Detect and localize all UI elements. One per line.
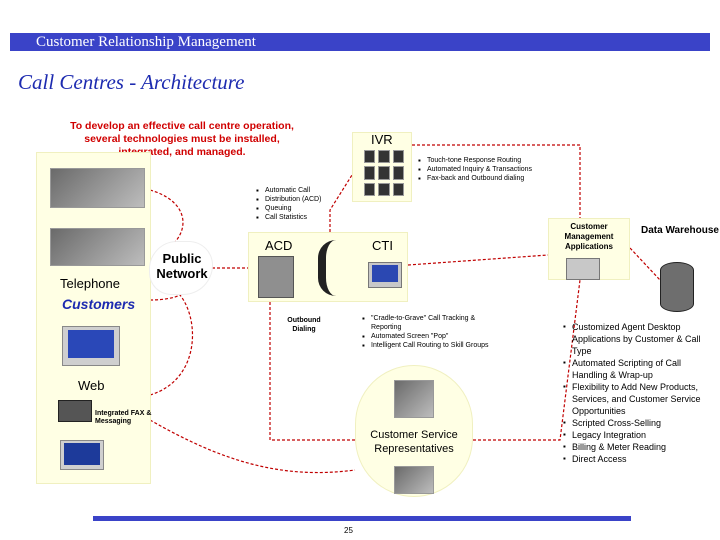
page-number: 25 [344,526,353,535]
list-item: "Cradle-to-Grave" Call Tracking & Report… [362,314,502,332]
web-computer-screen [68,330,114,358]
list-item: Automatic Call [256,186,321,195]
crm-apps-label: Customer Management Applications [564,222,614,251]
data-warehouse-label: Data Warehouse [641,225,719,236]
ivr-label: IVR [371,132,393,147]
key [364,182,376,196]
list-item: Queuing [256,204,321,213]
web-label: Web [78,378,105,393]
connector-fax-csr [149,419,356,474]
cti-label: CTI [372,238,393,253]
list-item: Customized Agent Desktop Applications by… [563,321,715,357]
list-item: Flexibility to Add New Products, Service… [563,381,715,417]
messaging-computer-screen [64,443,100,465]
key [392,182,404,196]
list-item: Automated Screen "Pop" [362,332,502,341]
customers-label: Customers [62,296,136,312]
key [378,182,390,196]
customer-photo-icon [50,168,145,208]
connector-acd-ivr [329,174,353,232]
list-item: Scripted Cross-Selling [563,417,715,429]
database-icon [660,262,694,312]
header-bar [10,33,710,51]
connector-acd-csr [269,302,355,441]
connector-ivr-crm [412,144,581,218]
key [364,150,376,164]
list-item: Distribution (ACD) [256,195,321,204]
fax-label: Integrated FAX & Messaging [95,410,152,425]
acd-switch-icon [258,256,294,298]
csr-label: Customer Service Representatives [370,429,458,455]
list-item: Call Statistics [256,213,321,222]
csr-photo-2-icon [394,466,434,494]
acd-features-list: Automatic Call Distribution (ACD) Queuin… [256,186,321,222]
keypad-icon [364,150,404,196]
connector-telephone-network [149,189,184,243]
intro-text: To develop an effective call centre oper… [70,120,294,158]
key [364,166,376,180]
telephone-label: Telephone [60,276,120,291]
connector-web-network [149,294,194,396]
outbound-dialing-label: Outbound Dialing [287,317,321,333]
fax-icon [58,400,92,422]
public-network-label: Public Network [156,251,208,281]
public-network-cloud [150,242,212,294]
connector-cti-crm [407,254,549,266]
csr-photo-icon [394,380,434,418]
acd-label: ACD [265,238,293,253]
list-item: Billing & Meter Reading [563,441,715,453]
footer-bar [93,516,631,521]
ivr-features-list: Touch-tone Response Routing Automated In… [418,156,532,183]
slide-title: Call Centres - Architecture [18,70,245,94]
crm-monitor-icon [566,258,600,280]
customer-phone-photo-icon [50,228,145,266]
cti-features-list: "Cradle-to-Grave" Call Tracking & Report… [362,314,502,350]
connector-csr-crm [473,279,581,441]
cti-monitor-screen [372,265,398,282]
list-item: Legacy Integration [563,429,715,441]
list-item: Fax-back and Outbound dialing [418,174,532,183]
list-item: Touch-tone Response Routing [418,156,532,165]
key [378,150,390,164]
header-title: Customer Relationship Management [36,34,256,50]
list-item: Automated Inquiry & Transactions [418,165,532,174]
phone-handset-icon [318,240,344,296]
list-item: Intelligent Call Routing to Skill Groups [362,341,502,350]
connector-crm-warehouse [629,247,661,281]
list-item: Direct Access [563,453,715,465]
crm-features-list: Customized Agent Desktop Applications by… [563,321,715,465]
key [392,166,404,180]
key [378,166,390,180]
key [392,150,404,164]
list-item: Automated Scripting of Call Handling & W… [563,357,715,381]
